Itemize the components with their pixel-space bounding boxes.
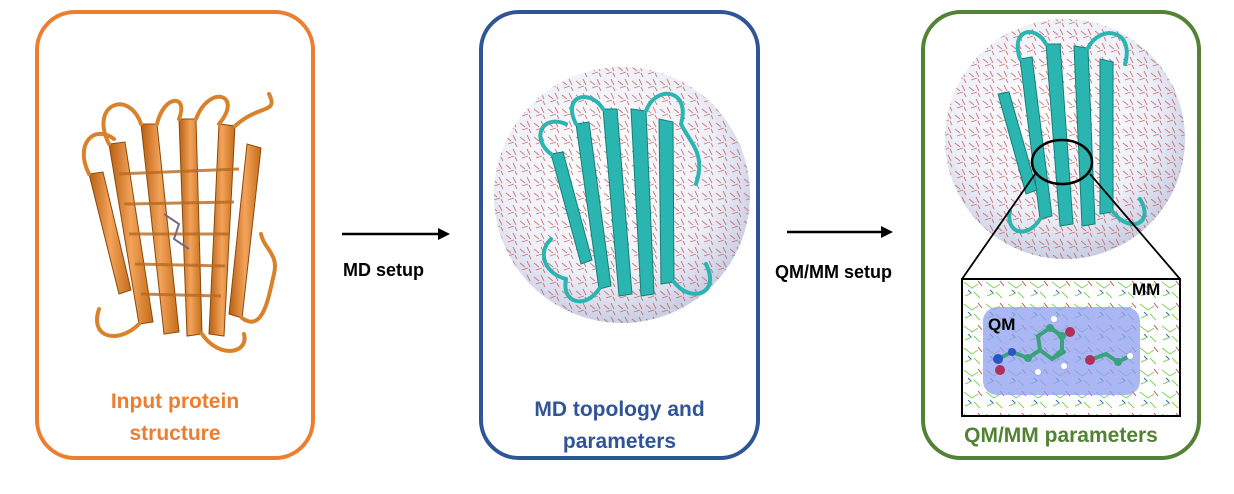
protein-ribbon-orange-icon [81,92,277,353]
solvated-protein-sphere-icon [494,67,750,323]
input-structure-panel: Input protein structure [35,10,315,460]
panel-label: Input protein structure [110,390,240,445]
qmmm-setup-label: QM/MM setup [775,262,892,282]
solvated-protein-with-qm-zoom-icon [945,19,1185,417]
md-setup-label: MD setup [343,260,424,280]
arrow-right-icon [342,228,450,240]
md-topology-panel: MD topology and parameters [479,10,760,460]
qm-region-label: QM [988,315,1016,334]
panel-label: QM/MM parameters [964,424,1158,447]
panel-label: MD topology and parameters [534,398,705,453]
arrow-right-icon [787,226,893,238]
mm-region-label: MM [1132,280,1161,299]
qmmm-panel: QM MM QM/MM parameters [921,10,1201,460]
